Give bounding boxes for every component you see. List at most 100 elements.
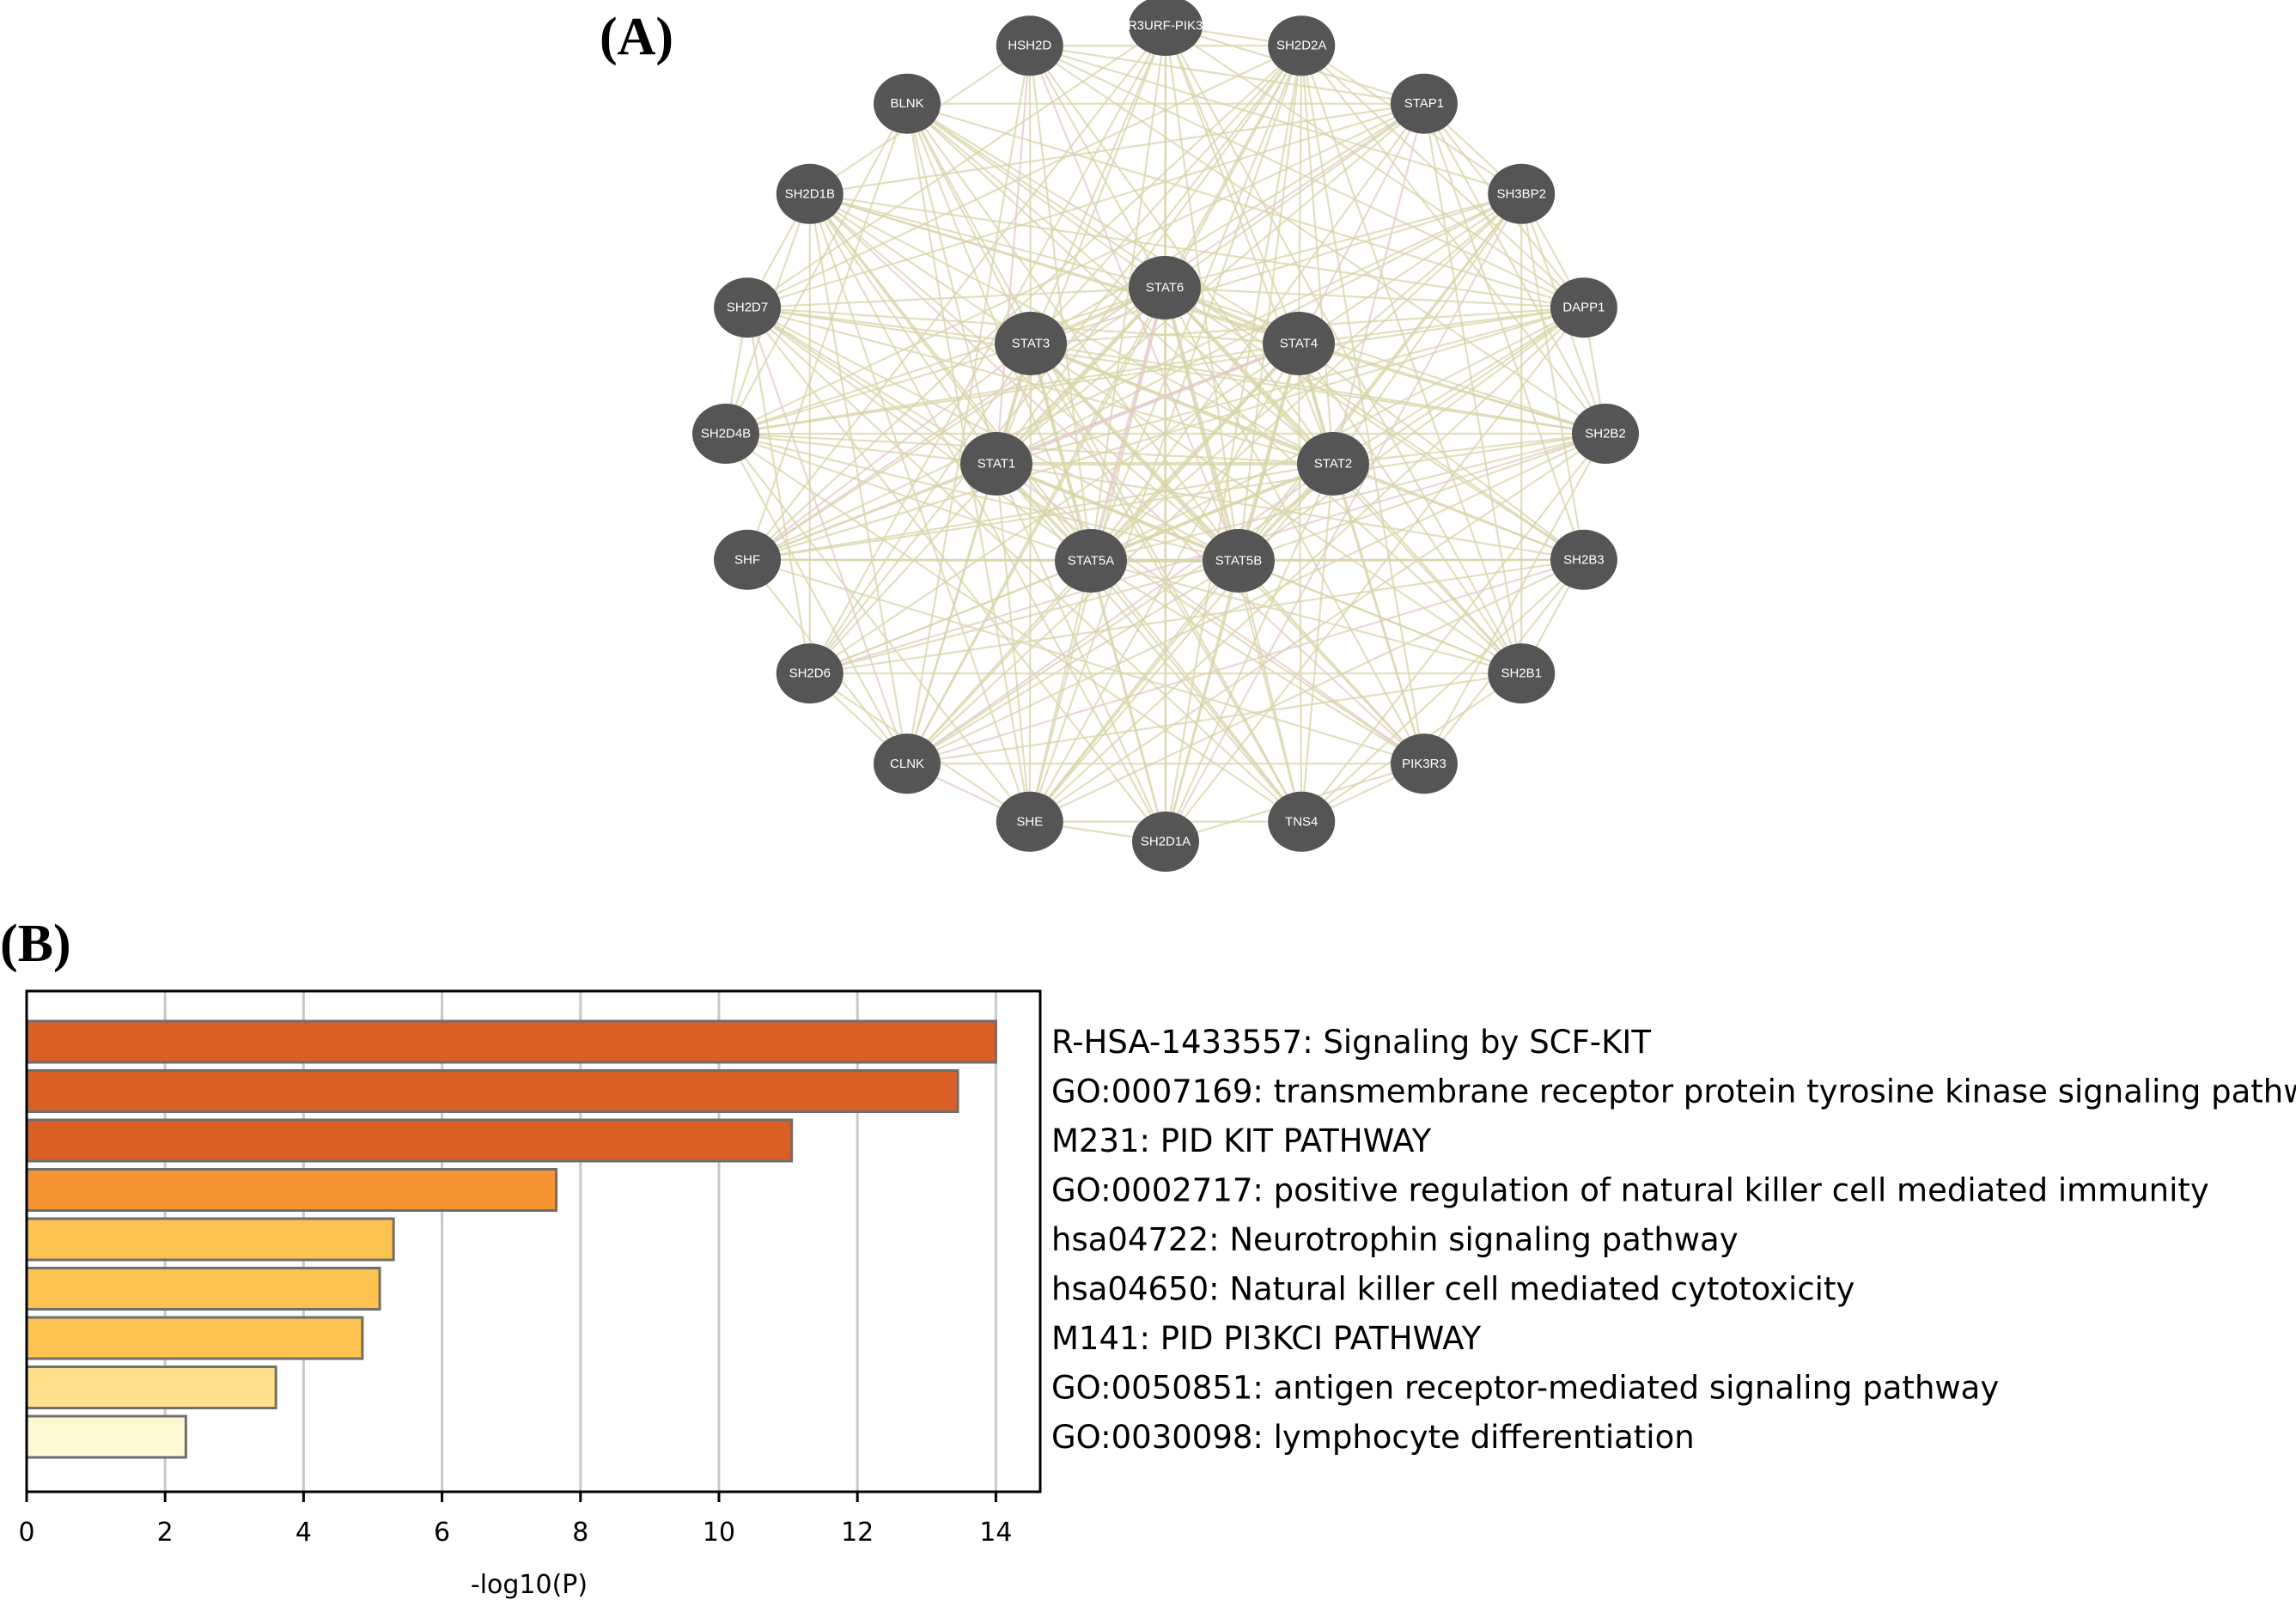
network-edge	[1165, 25, 1585, 309]
node-label: STAT2	[1314, 457, 1352, 471]
network-edge	[1332, 462, 1585, 561]
node-label: STAT6	[1146, 281, 1184, 295]
network-edge	[905, 103, 998, 465]
node-circle	[960, 432, 1032, 496]
network-edge	[746, 307, 1606, 435]
network-edge	[905, 463, 998, 764]
network-edge	[906, 102, 1585, 309]
network-edge	[1029, 342, 1240, 563]
x-tick-label: 14	[979, 1518, 1012, 1548]
term-label: hsa04722: Neurotrophin signaling pathway	[1051, 1221, 1739, 1258]
bar	[25, 1316, 364, 1360]
x-tick-label: 2	[157, 1518, 174, 1548]
node-label: SH3BP2	[1496, 186, 1546, 201]
network-edge	[1298, 192, 1522, 344]
term-labels: R-HSA-1433557: Signaling by SCF-KITGO:00…	[1051, 1024, 2296, 1456]
network-edge	[1164, 287, 1425, 764]
network-edge	[1030, 102, 1425, 344]
node-label: SH2D2A	[1276, 39, 1326, 53]
network-edge	[1028, 463, 1334, 823]
bar	[25, 1118, 794, 1163]
network-edge	[746, 307, 997, 465]
network-edge	[1029, 45, 1606, 435]
network-edge	[996, 462, 1585, 561]
network-edge	[746, 192, 1522, 561]
network-nodes: P3R3URF-PIK3R3SH2D2ASTAP1SH3BP2DAPP1SH2B…	[692, 0, 1639, 872]
network-edge	[1029, 558, 1585, 823]
node-label: DAPP1	[1562, 301, 1605, 315]
network-edge	[809, 192, 1239, 562]
node-circle	[1129, 0, 1203, 56]
network-edge	[1090, 432, 1606, 563]
network-edge	[1028, 46, 1032, 344]
network-edge	[1300, 463, 1335, 822]
node-circle	[874, 73, 941, 134]
network-edge	[1029, 25, 1167, 344]
node-circle	[1550, 529, 1617, 590]
term-label: hsa04650: Natural killer cell mediated c…	[1051, 1271, 1854, 1308]
network-edge	[1029, 45, 1425, 105]
network-edge	[746, 307, 1302, 823]
node-label: SH2D4B	[701, 427, 751, 441]
node-circle	[776, 643, 843, 704]
network-edge	[1029, 343, 1093, 562]
x-axis-label: -log10(P)	[471, 1570, 588, 1600]
bar	[25, 1414, 187, 1459]
node-sh2d6: SH2D6	[776, 643, 843, 704]
node-she: SHE	[996, 791, 1063, 852]
network-edge	[996, 463, 1303, 823]
network-edge	[1163, 286, 1335, 465]
node-label: SH2B3	[1563, 552, 1605, 567]
node-circle	[995, 312, 1067, 375]
x-tick-label: 12	[841, 1518, 874, 1548]
network-edge	[1238, 560, 1425, 765]
network-edge	[1028, 560, 1239, 823]
network-edge	[1089, 342, 1300, 563]
node-sh2d1a: SH2D1A	[1132, 812, 1199, 872]
node-sh2b1: SH2B1	[1488, 643, 1556, 704]
node-circle	[996, 791, 1063, 852]
network-edge	[1297, 343, 1303, 822]
network-edge	[1164, 287, 1585, 561]
node-label: STAT5A	[1068, 554, 1114, 569]
network-edge	[1090, 103, 1425, 562]
node-label: SH2B2	[1585, 427, 1626, 441]
node-stat1: STAT1	[960, 432, 1032, 496]
bar	[25, 1267, 381, 1311]
bar	[25, 1069, 959, 1113]
network-edge	[1331, 463, 1425, 764]
network-edge	[1090, 462, 1334, 563]
node-circle	[1390, 73, 1458, 134]
node-label: SH2D7	[727, 301, 768, 315]
network-edge	[746, 102, 1425, 309]
node-label: SH2D1A	[1141, 835, 1191, 849]
x-tick-label: 10	[703, 1518, 735, 1548]
node-label: P3R3URF-PIK3R3	[1111, 19, 1219, 33]
network-edge	[906, 102, 1166, 289]
network-edge	[725, 433, 909, 764]
network-edge	[1163, 25, 1167, 289]
node-sh2b2: SH2B2	[1572, 404, 1639, 464]
network-edge	[996, 102, 1425, 465]
network-edge	[906, 102, 1522, 675]
node-sh2b3: SH2B3	[1550, 529, 1617, 590]
node-stat6: STAT6	[1129, 256, 1201, 319]
network-edge	[746, 307, 1334, 465]
network-edge	[995, 286, 1166, 465]
network-edge	[1163, 287, 1240, 562]
node-label: STAT3	[1012, 337, 1050, 351]
node-circle	[692, 404, 759, 464]
network-edge	[996, 463, 1425, 765]
network-edge	[1331, 103, 1426, 465]
node-circle	[1488, 163, 1556, 224]
network-edge	[1300, 45, 1585, 309]
node-label: BLNK	[890, 96, 923, 111]
network-edge	[746, 462, 997, 561]
x-tick-label: 6	[434, 1518, 450, 1548]
node-label: STAT4	[1280, 337, 1318, 351]
network-edge	[1090, 560, 1303, 823]
network-edge	[1089, 560, 1167, 842]
network-edge	[808, 193, 997, 465]
network-edge	[725, 307, 1585, 435]
